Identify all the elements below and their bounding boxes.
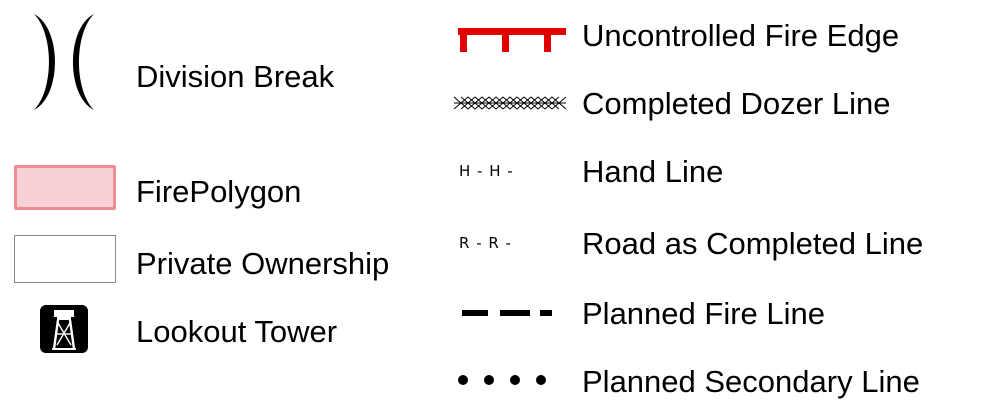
legend-label-fire-polygon: FirePolygon	[136, 174, 302, 209]
fire-polygon-swatch	[14, 165, 116, 210]
planned-secondary-line-icon	[458, 375, 546, 385]
hand-line-icon: H - H -	[459, 162, 514, 180]
private-ownership-swatch	[14, 235, 116, 283]
legend-label-hand-line: Hand Line	[582, 154, 724, 189]
division-break-icon	[34, 14, 94, 110]
legend-label-planned-secondary-line: Planned Secondary Line	[582, 364, 920, 399]
legend-label-private-ownership: Private Ownership	[136, 246, 390, 281]
uncontrolled-fire-edge-icon	[458, 28, 566, 52]
legend-label-lookout-tower: Lookout Tower	[136, 314, 338, 349]
legend-label-uncontrolled-fire-edge: Uncontrolled Fire Edge	[582, 18, 900, 53]
completed-dozer-line-icon	[453, 96, 567, 110]
legend-label-road-as-completed-line: Road as Completed Line	[582, 226, 924, 261]
legend-label-division-break: Division Break	[136, 59, 335, 94]
road-completed-line-icon: R - R -	[459, 234, 512, 252]
lookout-tower-icon	[40, 305, 88, 353]
legend-label-completed-dozer-line: Completed Dozer Line	[582, 86, 891, 121]
planned-fire-line-icon	[462, 310, 552, 316]
legend-label-planned-fire-line: Planned Fire Line	[582, 296, 825, 331]
